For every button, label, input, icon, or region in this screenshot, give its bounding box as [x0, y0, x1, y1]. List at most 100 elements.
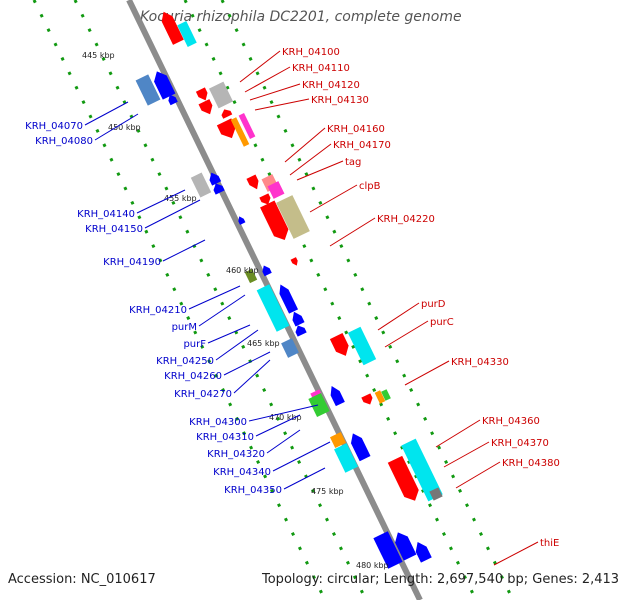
reverse-gene-feature [154, 71, 176, 100]
forward-gene-feature [381, 389, 391, 401]
forward-label-leader [239, 50, 281, 83]
forward-gene-feature-body [260, 200, 289, 240]
forward-gene-feature [267, 181, 285, 199]
reverse-gene-feature-body [373, 531, 403, 569]
reverse-label-leader [233, 359, 271, 394]
reverse-gene-feature-body [256, 284, 290, 332]
forward-gene-feature-body [290, 257, 298, 266]
reverse-label-leader [84, 101, 129, 126]
reverse-label-leader [198, 294, 246, 327]
forward-gene-feature-body [221, 109, 233, 119]
forward-gene-label: KRH_04130 [311, 95, 369, 106]
forward-gene-label: KRH_04330 [451, 357, 509, 368]
forward-gene-feature [209, 81, 233, 109]
forward-gene-feature [230, 117, 250, 147]
forward-gene-label: KRH_04160 [327, 124, 385, 135]
forward-gene-feature [361, 393, 373, 405]
reverse-gene-feature [238, 216, 246, 225]
reverse-gene-feature-body [238, 216, 246, 225]
reverse-gene-feature [177, 21, 197, 47]
forward-gene-feature-body [195, 87, 208, 101]
reverse-gene-feature-body [292, 311, 305, 327]
reverse-gene-label: purF [183, 339, 206, 350]
forward-gene-feature [429, 487, 443, 501]
forward-gene-feature [387, 455, 419, 501]
forward-gene-feature [198, 99, 213, 115]
forward-label-leader [443, 441, 490, 468]
reverse-gene-label: KRH_04080 [35, 136, 93, 147]
forward-gene-label: KRH_04120 [302, 80, 360, 91]
forward-label-leader [254, 98, 310, 111]
forward-gene-feature [195, 87, 208, 101]
forward-gene-label: purC [430, 317, 454, 328]
reverse-gene-feature-body [262, 265, 272, 277]
reverse-gene-feature [308, 392, 330, 418]
forward-label-leader [289, 143, 332, 176]
forward-gene-feature-body [401, 438, 443, 502]
reverse-label-leader [94, 113, 139, 141]
reverse-gene-feature-body [281, 338, 299, 358]
reverse-gene-feature [256, 284, 290, 332]
reverse-gene-feature-body [279, 284, 299, 314]
genome-map-view: Kocuria rhizophila DC2201, complete geno… [8, 0, 619, 600]
reverse-label-leader [162, 239, 206, 262]
kbp-tick-label: 470 kbp [269, 413, 302, 422]
reverse-gene-feature [373, 531, 403, 569]
forward-gene-feature-body [216, 118, 236, 139]
reverse-gene-feature [190, 172, 212, 198]
forward-label-leader [435, 419, 481, 448]
forward-gene-feature [246, 174, 259, 190]
reverse-gene-feature-body [161, 11, 184, 45]
forward-gene-feature-body [209, 81, 233, 109]
forward-label-leader [244, 66, 291, 93]
reverse-gene-feature-body [415, 542, 432, 563]
forward-gene-feature [259, 193, 271, 205]
forward-gene-feature [276, 195, 310, 239]
forward-gene-label: clpB [359, 181, 381, 192]
forward-gene-feature [329, 333, 349, 356]
reverse-gene-feature [281, 338, 299, 358]
reverse-gene-feature [213, 183, 225, 195]
reverse-gene-feature-body [177, 21, 197, 47]
reverse-gene-feature [329, 431, 347, 449]
reverse-label-leader [255, 414, 301, 437]
kbp-tick-label: 475 kbp [311, 487, 344, 496]
reverse-gene-feature [161, 11, 184, 45]
forward-gene-feature-body [259, 193, 271, 205]
reverse-gene-feature-body [213, 183, 225, 195]
reverse-gene-label: KRH_04270 [174, 389, 232, 400]
reverse-gene-feature [135, 74, 161, 106]
kbp-tick-label: 445 kbp [82, 51, 115, 60]
reverse-gene-feature-body [334, 443, 358, 473]
forward-gene-label: thiE [540, 538, 559, 549]
reverse-gene-feature [292, 311, 305, 327]
reverse-gene-feature-body [154, 71, 176, 100]
forward-gene-label: KRH_04220 [377, 214, 435, 225]
forward-label-leader [377, 302, 420, 331]
forward-gene-feature [238, 112, 256, 140]
forward-label-leader [309, 184, 358, 213]
forward-gene-label: purD [421, 299, 446, 310]
reverse-label-leader [223, 351, 271, 376]
reverse-gene-label: KRH_04320 [207, 449, 265, 460]
kbp-tick-label: 465 kbp [247, 339, 280, 348]
forward-gene-label: KRH_04380 [502, 458, 560, 469]
kbp-tick-label: 455 kbp [164, 194, 197, 203]
forward-gene-feature-body [246, 174, 259, 190]
forward-gene-feature-body [381, 389, 391, 401]
forward-gene-label: KRH_04370 [491, 438, 549, 449]
forward-label-leader [455, 461, 501, 489]
forward-gene-feature-body [387, 455, 419, 501]
reverse-label-leader [272, 441, 331, 472]
forward-gene-feature [401, 438, 443, 502]
reverse-gene-feature-body [135, 74, 161, 106]
forward-label-leader [284, 127, 326, 163]
reverse-gene-feature [295, 325, 307, 337]
forward-gene-feature-body [374, 390, 386, 404]
map-title: Kocuria rhizophila DC2201, complete geno… [140, 9, 462, 25]
forward-gene-feature [374, 390, 386, 404]
reverse-label-leader [136, 189, 186, 214]
reverse-gene-feature [168, 94, 178, 106]
reverse-gene-feature [350, 433, 371, 462]
